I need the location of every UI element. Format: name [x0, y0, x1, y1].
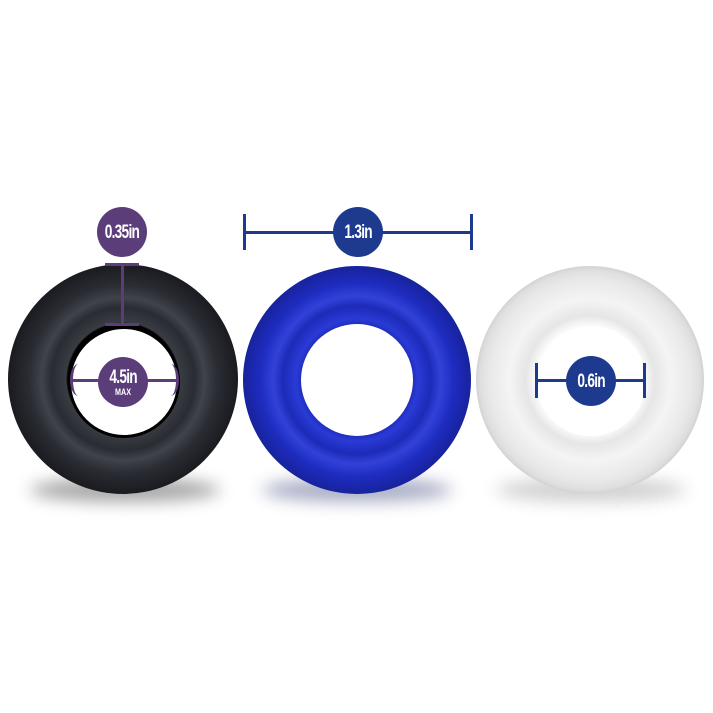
thickness-bottom-tick: [105, 323, 139, 326]
stretch-sub: MAX: [115, 386, 131, 397]
outer-diameter-value: 1.3in: [344, 221, 372, 243]
stretch-right-arc-icon: [162, 364, 179, 396]
thickness-vertical-line: [121, 263, 124, 325]
outer-diameter-left-tick: [243, 214, 246, 250]
outer-diameter-right-tick: [470, 214, 473, 250]
inner-diameter-left-tick: [535, 363, 538, 398]
thickness-badge: 0.35in: [97, 207, 147, 257]
blue-ring-hole: [301, 324, 413, 436]
inner-diameter-value: 0.6in: [577, 370, 605, 392]
inner-diameter-badge: 0.6in: [566, 356, 616, 406]
stretch-left-arc-icon: [70, 364, 87, 396]
thickness-value: 0.35in: [104, 221, 140, 243]
outer-diameter-badge: 1.3in: [333, 207, 383, 257]
stretch-badge: 4.5in MAX: [98, 357, 148, 407]
inner-diameter-right-tick: [643, 363, 646, 398]
stretch-value: 4.5in: [109, 366, 137, 388]
